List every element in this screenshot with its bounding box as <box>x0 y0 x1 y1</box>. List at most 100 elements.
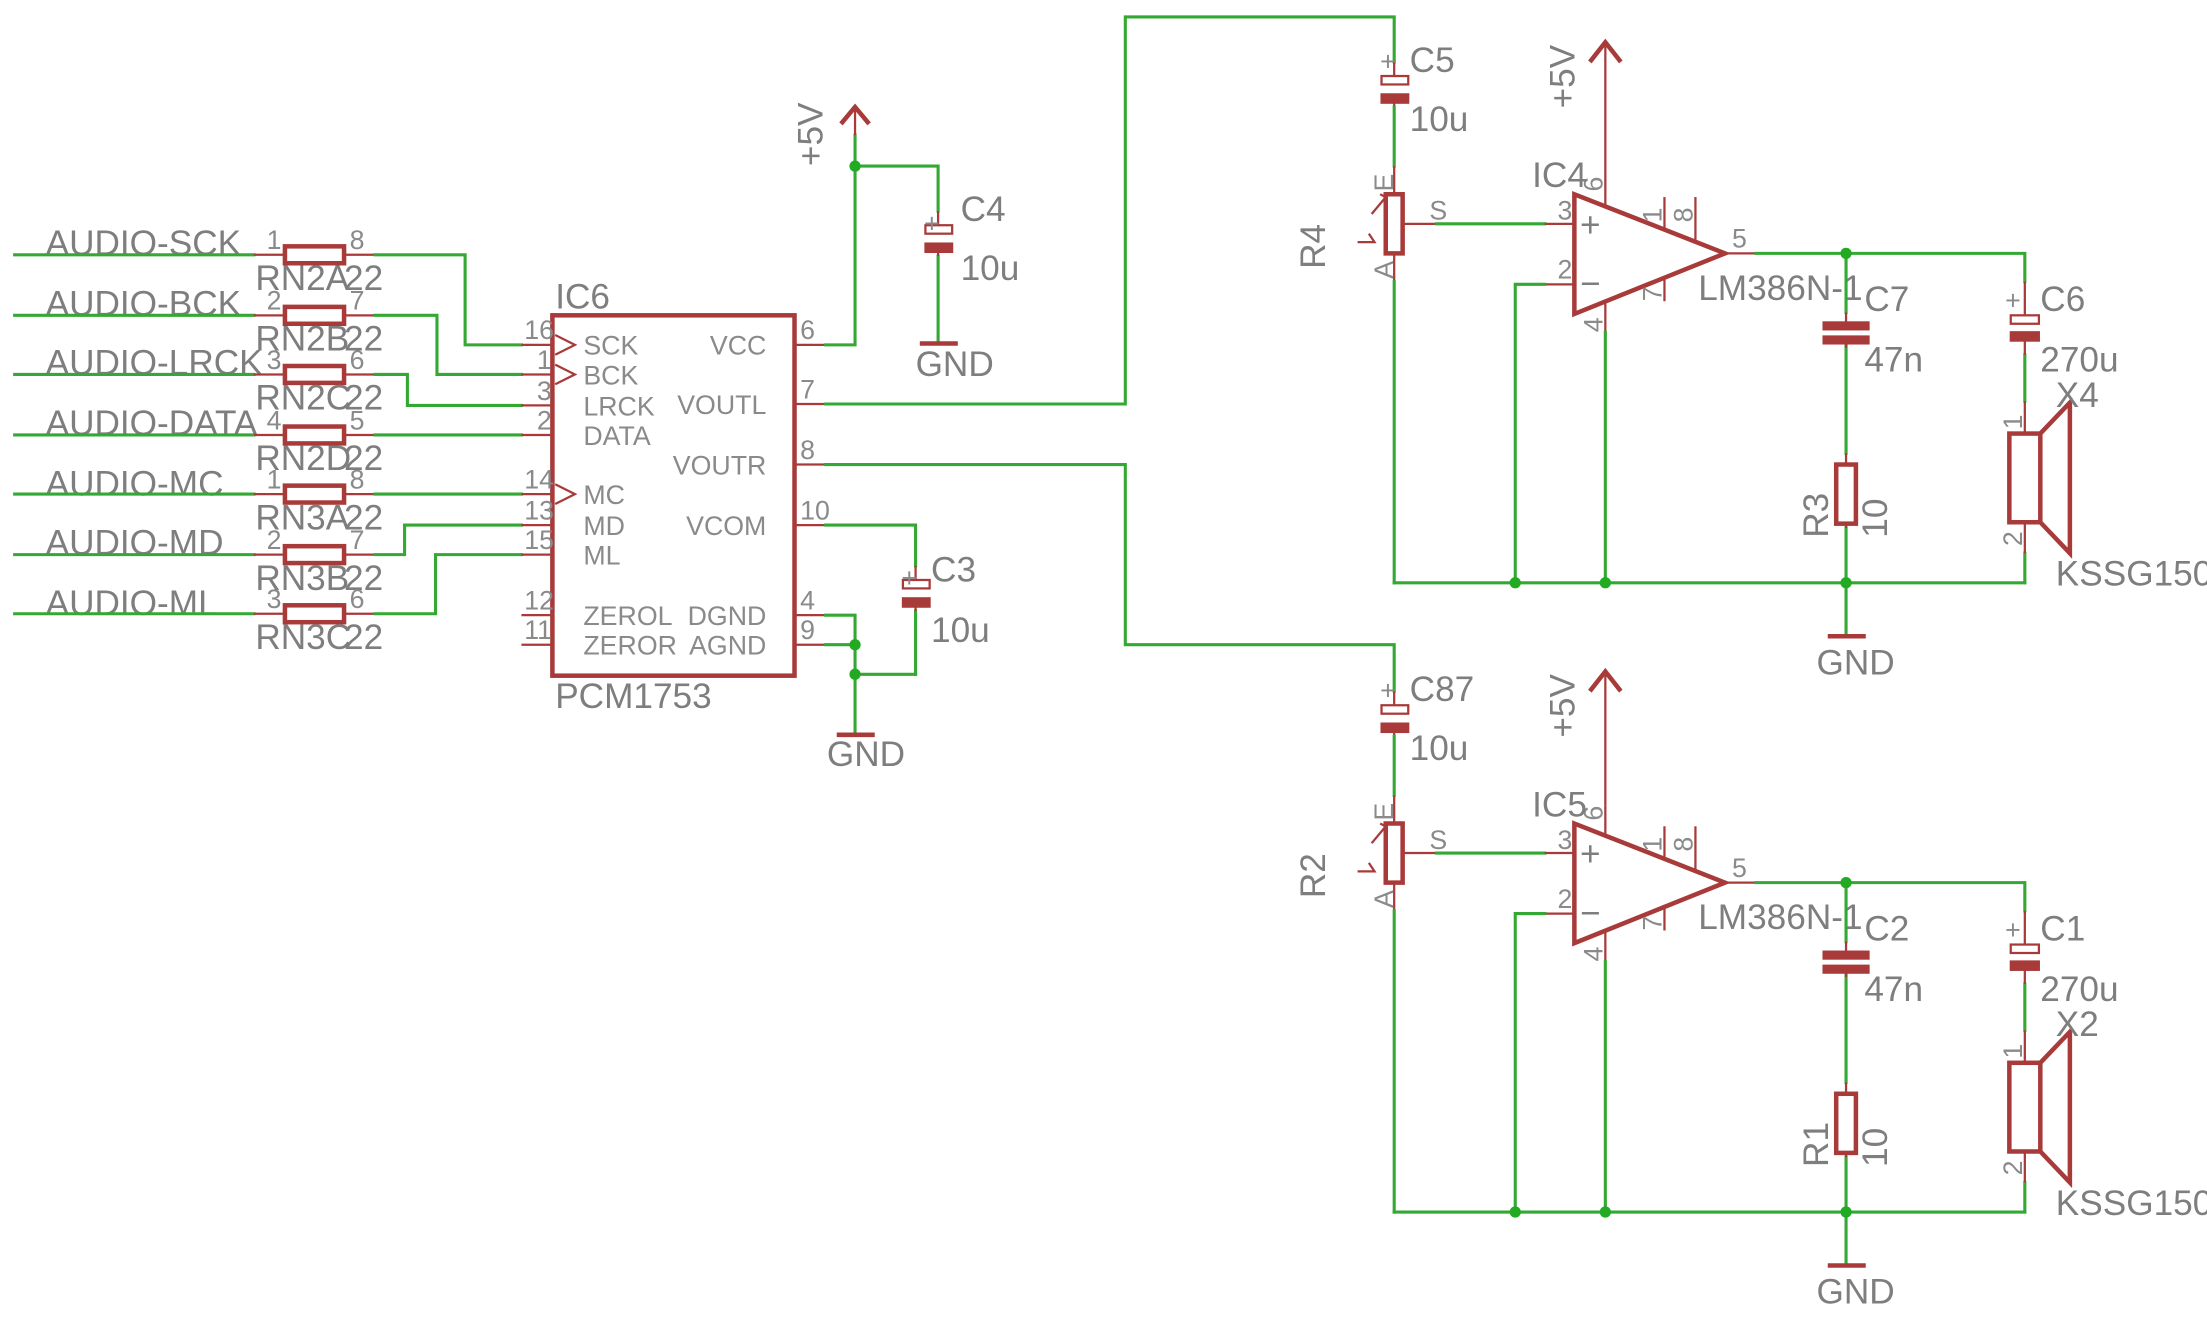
pin-number: 3 <box>267 345 282 375</box>
pin-number: 6 <box>1579 177 1609 192</box>
resistor-rn3c: 3 6 RN3C 22 <box>253 584 383 657</box>
dac-output-wires <box>823 15 1396 693</box>
potentiometer-r2: E A S R2 <box>1294 795 1447 911</box>
pin-number: 2 <box>267 525 282 555</box>
ground-amp-bottom: GND <box>1816 1263 1895 1312</box>
component-name: R3 <box>1797 493 1836 538</box>
pin-number: 1 <box>1998 1044 2028 1059</box>
pin-name: ZEROR <box>583 631 677 661</box>
potentiometer-r4: E A S R4 <box>1294 166 1447 282</box>
component-name: C2 <box>1864 909 1909 948</box>
pin-number: 1 <box>537 345 552 375</box>
pin-name: VCOM <box>686 511 766 541</box>
pin-number: 15 <box>524 525 554 555</box>
pin-number: 7 <box>800 374 815 404</box>
component-value: PCM1753 <box>555 677 711 716</box>
pin-number: 16 <box>524 315 554 345</box>
capacitor-c5: + C5 10u <box>1380 41 1468 139</box>
pin-number: 5 <box>1732 224 1747 254</box>
component-value: 270u <box>2040 970 2118 1009</box>
ground-ic6: GND <box>827 732 905 774</box>
resistor-network: 1 8 RN2A 22 2 7 RN2B 22 3 6 RN2C 22 4 5 … <box>253 225 383 657</box>
pin-number: 7 <box>350 525 365 555</box>
component-name: RN3C <box>255 618 351 657</box>
pin-name: + <box>1580 835 1601 874</box>
capacitor-c2: C2 47n <box>1822 909 1923 1009</box>
pin-number: 1 <box>267 464 282 494</box>
pin-name: SCK <box>583 331 638 361</box>
component-name: IC4 <box>1532 156 1587 195</box>
net-label-audio-bck: AUDIO-BCK <box>46 284 242 323</box>
ground-label: GND <box>827 735 905 774</box>
ground-label: GND <box>916 345 994 384</box>
pin-name: MD <box>583 511 625 541</box>
pin-number: 5 <box>1732 853 1747 883</box>
ic6-ground-network <box>823 523 918 734</box>
component-name: RN2C <box>255 379 351 418</box>
amplifier-ic5: + − 3 2 6 4 1 8 7 5 IC5 LM386N-1 <box>1532 785 1862 961</box>
component-value: 10u <box>931 611 990 650</box>
polarity-mark: + <box>2005 286 2021 316</box>
pin-name: A <box>1369 261 1399 279</box>
component-value: 10u <box>1410 100 1469 139</box>
speaker-x4: 1 2 X4 KSSG1508 <box>1998 376 2207 594</box>
capacitor-c4: + C4 10u <box>924 190 1019 288</box>
ground-amp-top: GND <box>1816 634 1895 682</box>
polarity-mark: + <box>1380 46 1396 76</box>
resistor-rn2a: 1 8 RN2A 22 <box>253 225 383 298</box>
pin-name: VOUTL <box>677 390 766 420</box>
pin-number: 7 <box>350 286 365 316</box>
resistor-rn2c: 3 6 RN2C 22 <box>253 345 383 418</box>
pin-number: 5 <box>350 405 365 435</box>
pin-number: 2 <box>1998 1161 2028 1176</box>
pin-number: 2 <box>537 405 552 435</box>
amp-channel-bottom: + C87 10u E A S R2 + − 3 2 6 4 1 8 7 <box>1294 667 2207 1312</box>
component-value: 270u <box>2040 341 2118 380</box>
component-name: C7 <box>1864 280 1909 319</box>
pin-number: 8 <box>800 435 815 465</box>
net-label-audio-sck: AUDIO-SCK <box>46 224 242 263</box>
pin-name: S <box>1429 196 1447 226</box>
input-signal-nets: AUDIO-SCK AUDIO-BCK AUDIO-LRCK AUDIO-DAT… <box>13 224 263 623</box>
pin-name: + <box>1580 205 1601 244</box>
component-name: RN2A <box>255 259 349 298</box>
component-value: 10 <box>1856 1128 1895 1167</box>
pin-number: 9 <box>800 615 815 645</box>
pin-number: 3 <box>1557 196 1572 226</box>
component-name: X2 <box>2056 1005 2099 1044</box>
component-name: RN2B <box>255 320 349 359</box>
resistor-rn2b: 2 7 RN2B 22 <box>253 286 383 359</box>
component-value: 22 <box>344 320 383 359</box>
pin-number: 13 <box>524 495 554 525</box>
pin-number: 6 <box>1579 806 1609 821</box>
component-name: R2 <box>1294 853 1333 898</box>
amp-channel-top: + C5 10u E A S R4 + − 3 2 6 4 1 8 7 <box>1294 38 2207 682</box>
pin-number: 14 <box>524 464 554 494</box>
resistor-r1: R1 10 <box>1797 1082 1895 1167</box>
ground-c4: GND <box>916 341 994 384</box>
pin-number: 6 <box>800 315 815 345</box>
capacitor-c1: + C1 270u <box>2005 909 2118 1009</box>
component-name: IC5 <box>1532 785 1587 824</box>
capacitor-c3: + C3 10u <box>901 550 989 650</box>
pin-number: 8 <box>350 464 365 494</box>
net-label-audio-md: AUDIO-MD <box>46 524 224 563</box>
polarity-mark: + <box>901 563 917 593</box>
component-value: 22 <box>344 439 383 478</box>
component-value: 22 <box>344 618 383 657</box>
pin-name: ZEROL <box>583 601 672 631</box>
pin-name: E <box>1369 174 1399 192</box>
pin-number: 1 <box>267 225 282 255</box>
pin-number: 10 <box>800 495 830 525</box>
resistor-to-ic6-wires <box>373 253 523 616</box>
component-name: X4 <box>2056 376 2099 415</box>
ground-label: GND <box>1816 643 1894 682</box>
pin-name: S <box>1429 825 1447 855</box>
component-value: 10 <box>1856 499 1895 538</box>
supply-vcc-ic5: +5V <box>1543 667 1623 806</box>
pin-number: 2 <box>1557 884 1572 914</box>
pin-number: 1 <box>1998 414 2028 429</box>
ground-label: GND <box>1816 1273 1894 1312</box>
component-value: 22 <box>344 259 383 298</box>
